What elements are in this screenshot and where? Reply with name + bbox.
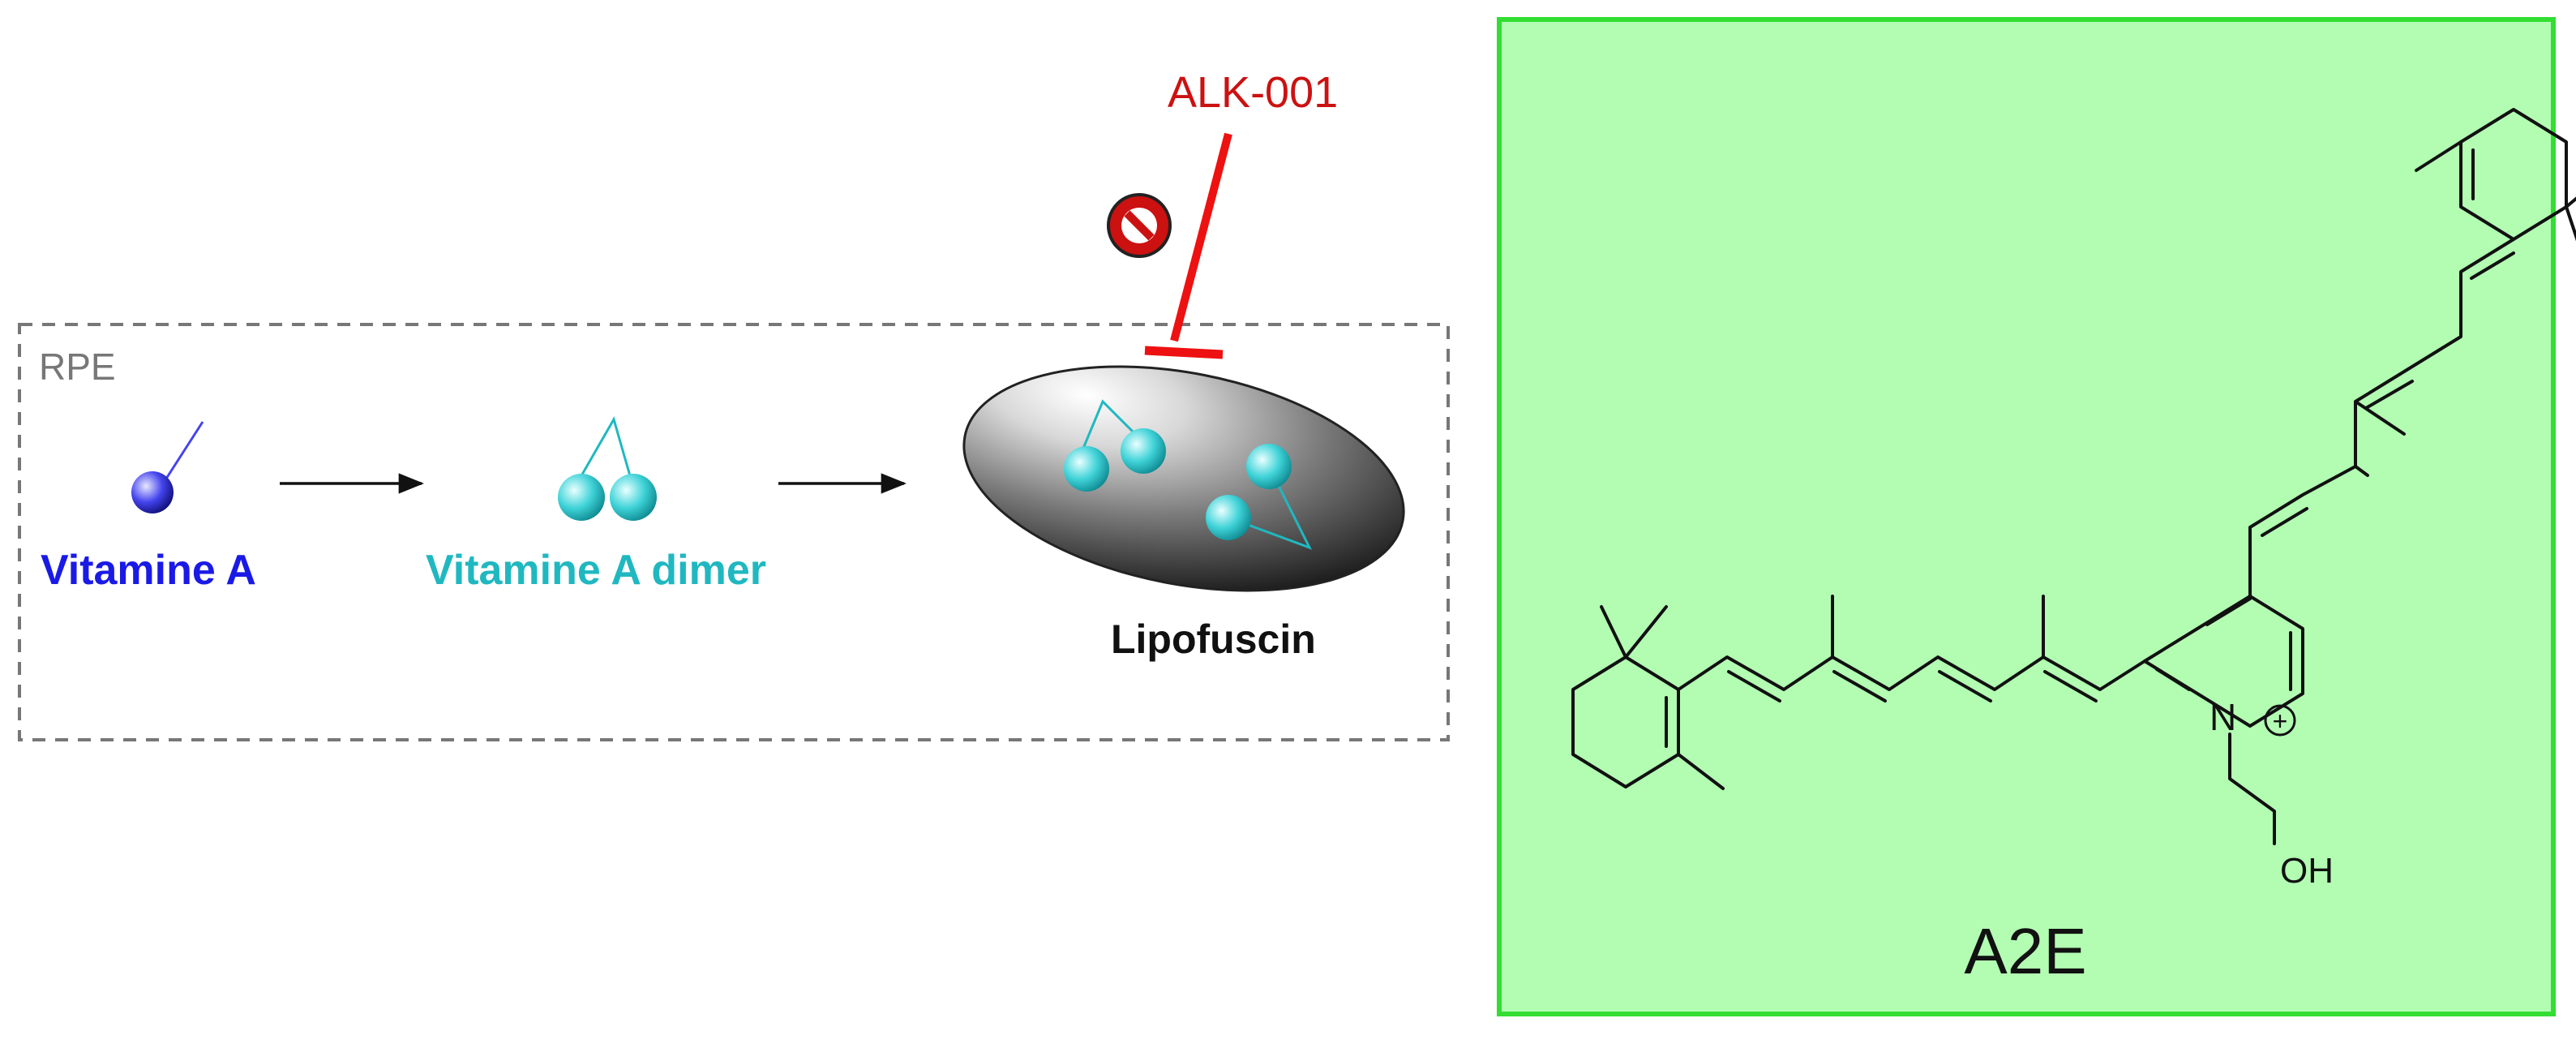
vitamin-a-dimer-icon bbox=[558, 416, 657, 521]
a2e-structure-drawing bbox=[1571, 108, 2576, 845]
lipofuscin-granule-icon bbox=[962, 365, 1405, 592]
a2e-structure-panel bbox=[1497, 17, 2556, 1016]
vitamin-a-dimer-label: Vitamine A dimer bbox=[426, 547, 766, 594]
alk-001-label: ALK-001 bbox=[1168, 68, 1338, 117]
nitrogen-atom: N bbox=[2210, 696, 2236, 738]
rpe-compartment bbox=[18, 323, 1450, 741]
inhibition-symbol bbox=[1144, 132, 1232, 359]
a2e-title: A2E bbox=[1964, 915, 2086, 987]
rpe-label: RPE bbox=[39, 346, 116, 388]
positive-charge-icon: + bbox=[2264, 704, 2296, 737]
svg-text:+: + bbox=[2273, 707, 2288, 736]
hydroxyl-group: OH bbox=[2280, 851, 2334, 891]
vitamin-a-label: Vitamine A bbox=[41, 547, 256, 594]
lipofuscin-label: Lipofuscin bbox=[1111, 617, 1316, 662]
vitamin-a-icon bbox=[131, 421, 204, 513]
prohibition-icon bbox=[1107, 193, 1172, 258]
